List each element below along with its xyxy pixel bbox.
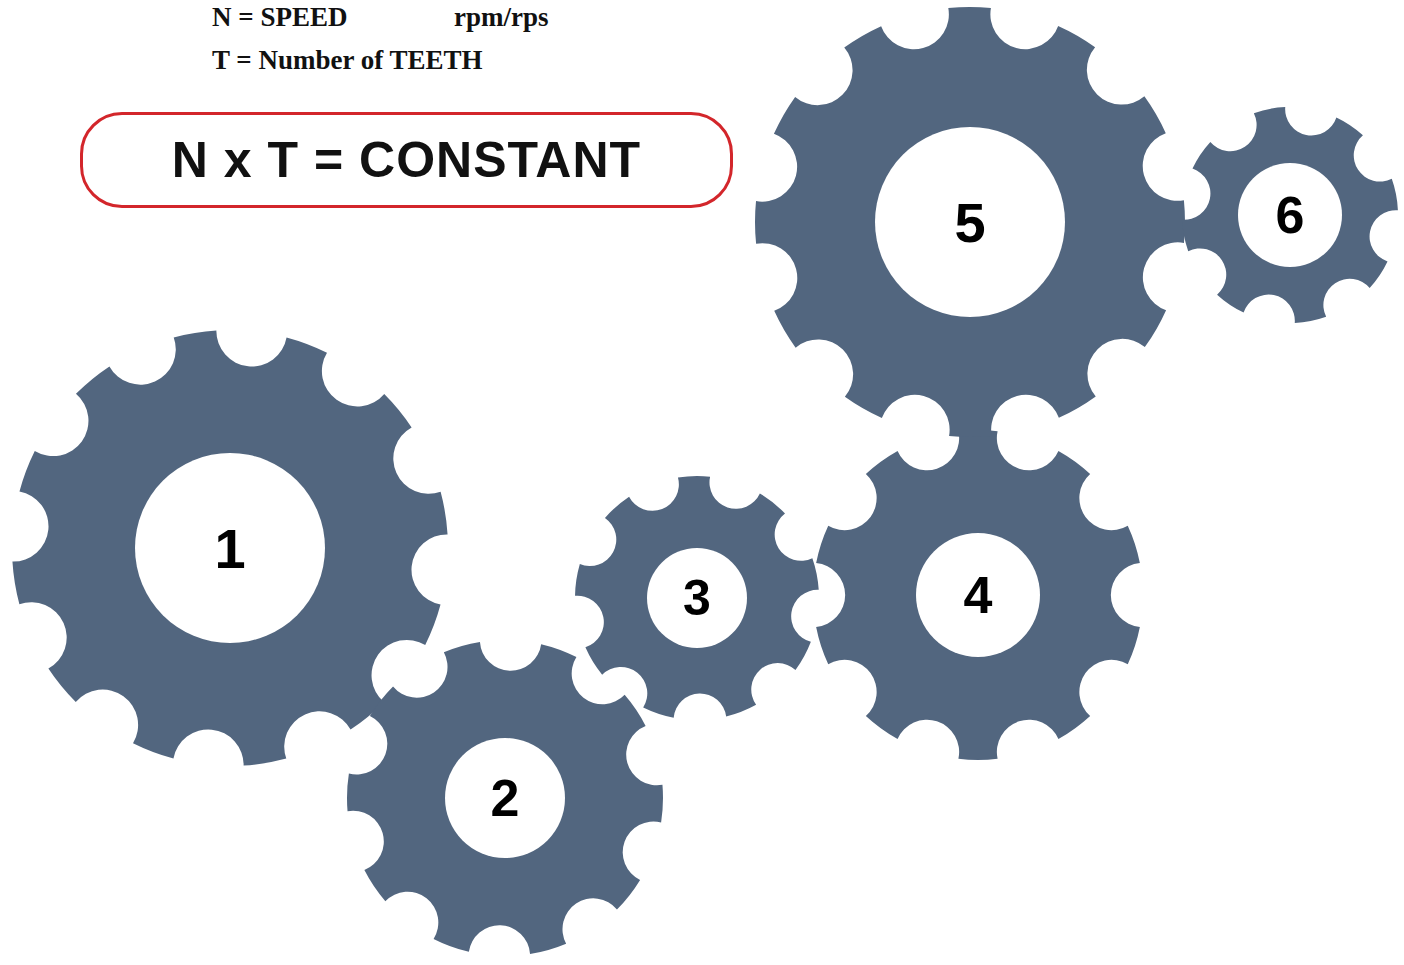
gear-hub [135, 453, 325, 643]
gear: 4 [813, 430, 1143, 760]
gear-number: 2 [491, 768, 520, 828]
gear-hub [1238, 163, 1342, 267]
gear-hub [647, 548, 747, 648]
gear: 3 [575, 476, 819, 720]
gear-number: 1 [214, 516, 245, 581]
gear: 5 [755, 7, 1185, 437]
formula-box: N x T = CONSTANT [80, 112, 733, 208]
gear: 2 [347, 640, 663, 956]
gear: 6 [1182, 107, 1398, 323]
gear-number: 4 [964, 565, 993, 625]
gear-teeth [1182, 107, 1398, 323]
gear-teeth [575, 476, 819, 718]
gear-number: 3 [683, 569, 711, 627]
note-text: N = SPEED [212, 2, 347, 33]
formula-text: N x T = CONSTANT [172, 131, 641, 189]
gear-number: 6 [1276, 185, 1305, 245]
gear-teeth [755, 7, 1185, 437]
note-text: rpm/rps [454, 2, 549, 33]
gear-teeth [347, 642, 663, 954]
gear-hub [875, 127, 1065, 317]
gear-hub [916, 533, 1040, 657]
gear-hub [445, 738, 565, 858]
gear-teeth [816, 430, 1140, 760]
note-text: T = Number of TEETH [212, 45, 482, 76]
gear-number: 5 [954, 190, 985, 255]
